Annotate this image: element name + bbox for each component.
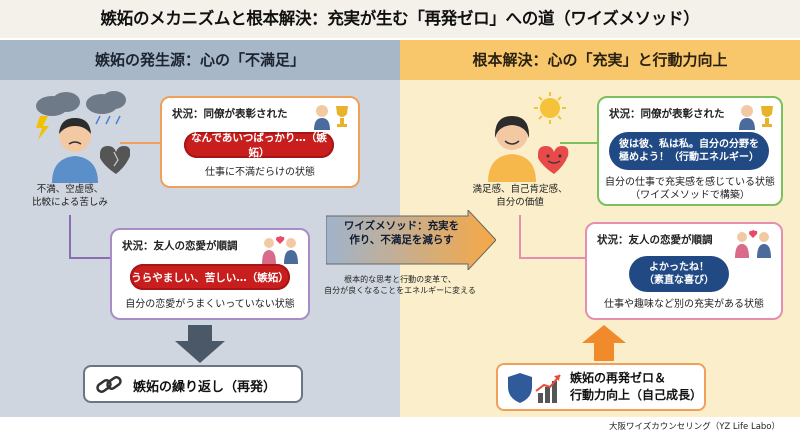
left-result-box: 嫉妬の繰り返し（再発）	[83, 365, 303, 403]
up-arrow-icon	[582, 325, 626, 361]
right-card1-caption: 自分の仕事で充実感を感じている状態 （ワイズメソッドで構築）	[605, 177, 775, 201]
happy-person-icon	[488, 92, 569, 182]
page-title: 嫉妬のメカニズムと根本解決：充実が生む「再発ゼロ」への道（ワイズメソッド）	[0, 0, 800, 38]
footer-bar	[0, 417, 800, 437]
right-header: 根本解決：心の「充実」と行動力向上	[400, 40, 800, 80]
right-card-coworker: 状況：同僚が表彰された 彼は彼、私は私。自分の分野を 極めよう！（行動エネルギー…	[597, 96, 783, 206]
couple-heart-icon	[735, 230, 771, 258]
down-arrow-icon	[175, 325, 225, 363]
right-card2-bubble: よかったね！ （素直な喜び）	[629, 256, 729, 292]
right-card-friend: 状況：友人の恋愛が順調 よかったね！ （素直な喜び） 仕事や趣味など別の充実があ…	[585, 222, 783, 320]
change-text: 根本的な思考と行動の変革で、 自分が良くなることをエネルギーに変える	[324, 275, 476, 295]
shield-growth-icon	[508, 373, 561, 403]
left-card2-bubble: うらやましい、苦しい…（嫉妬）	[130, 264, 290, 290]
stressed-person-icon	[36, 91, 130, 183]
couple-heart-icon	[262, 236, 298, 264]
right-card2-situation: 状況：友人の恋愛が順調	[597, 234, 713, 246]
right-card2-caption: 仕事や趣味など別の充実がある状態	[604, 299, 764, 310]
footer-credit: 大阪ワイズカウンセリング（YZ Life Labo）	[608, 422, 780, 432]
right-person-label: 満足感、自己肯定感、 自分の価値	[472, 184, 568, 208]
method-arrow-text: ワイズメソッド：充実を 作り、不満足を減らす	[343, 220, 460, 246]
coworker-trophy-icon	[739, 105, 773, 130]
right-result-text: 嫉妬の再発ゼロ＆ 行動力向上（自己成長）	[570, 371, 703, 402]
coworker-trophy-icon	[314, 105, 348, 130]
left-person-label: 不満、空虚感、 比較による苦しみ	[32, 184, 108, 208]
method-arrow-icon	[326, 210, 496, 270]
right-card1-situation: 状況：同僚が表彰された	[609, 108, 725, 120]
left-card1-caption: 仕事に不満だらけの状態	[205, 167, 315, 178]
chain-link-icon	[96, 376, 122, 393]
left-card1-bubble: なんであいつばっかり…（嫉妬）	[184, 132, 334, 159]
left-card-coworker: 状況：同僚が表彰された なんであいつばっかり…（嫉妬） 仕事に不満だらけの状態	[160, 96, 360, 188]
left-card1-situation: 状況：同僚が表彰された	[172, 108, 288, 120]
left-result-text: 嫉妬の繰り返し（再発）	[133, 380, 277, 395]
left-card-friend: 状況：友人の恋愛が順調 うらやましい、苦しい…（嫉妬） 自分の恋愛がうまくいって…	[110, 228, 310, 320]
left-card2-situation: 状況：友人の恋愛が順調	[122, 240, 238, 252]
left-card2-caption: 自分の恋愛がうまくいっていない状態	[125, 299, 295, 310]
right-result-box: 嫉妬の再発ゼロ＆ 行動力向上（自己成長）	[496, 363, 706, 411]
left-header: 嫉妬の発生源：心の「不満足」	[0, 40, 400, 80]
right-card1-bubble: 彼は彼、私は私。自分の分野を 極めよう！（行動エネルギー）	[609, 132, 769, 170]
